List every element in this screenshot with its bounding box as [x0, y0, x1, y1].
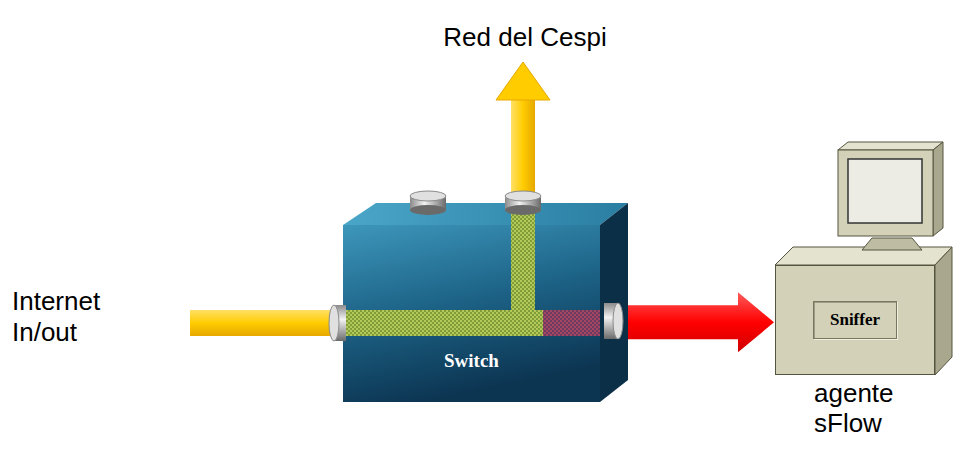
traffic-path: [511, 206, 535, 336]
port: [410, 205, 446, 215]
agent-label: agente sFlow: [814, 379, 934, 439]
switch-label: Switch: [444, 350, 499, 372]
switch-front: [343, 225, 600, 402]
monitor-side: [933, 142, 943, 236]
port: [505, 191, 541, 201]
monitor-stand: [862, 238, 922, 250]
monitor-top: [838, 142, 943, 150]
port: [329, 305, 339, 341]
monitor-screen: [848, 159, 922, 223]
network-link: [511, 98, 535, 204]
port: [613, 303, 623, 339]
internet-link: [190, 310, 342, 336]
mirror-path: [543, 310, 600, 336]
network-label: Red del Cespi: [380, 22, 670, 53]
computer-side: [935, 247, 952, 375]
arrow-head: [496, 62, 550, 100]
monitor: [838, 150, 933, 236]
device-label: Sniffer: [813, 301, 897, 339]
switch-top: [343, 203, 628, 225]
computer-box: Snifferagente sFlow: [775, 265, 935, 375]
network-switch: Switch: [343, 225, 628, 402]
port: [505, 205, 541, 215]
internet-label: Internet In/out: [12, 286, 132, 348]
port: [410, 191, 446, 201]
data-flow-arrow: [628, 292, 774, 352]
switch-side: [600, 203, 628, 402]
